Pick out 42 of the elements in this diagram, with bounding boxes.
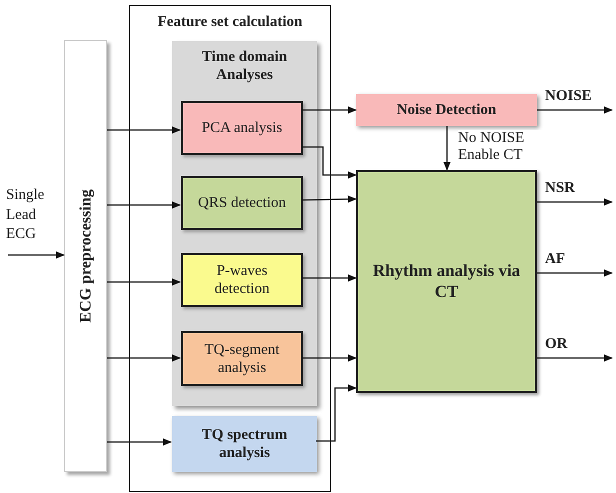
process-box [181,253,303,307]
arrow [107,201,181,209]
group-panel [172,41,317,406]
arrow [302,196,357,203]
edge-label: AF [545,251,565,268]
group-heading: Time domain Analyses [200,48,288,84]
group-frame [129,5,331,492]
arrow [537,354,613,362]
arrow [537,269,613,277]
process-box [172,416,317,472]
process-box [181,176,303,230]
edge-label: OR [545,336,568,354]
edge-label: NOISE [545,88,592,106]
process-box [356,170,537,393]
process-box [181,101,303,155]
box-label: TQ spectrum analysis [200,426,288,462]
arrow [302,106,357,114]
box-label: Noise Detection [396,101,498,119]
arrow [302,274,357,282]
group-heading: Feature set calculation [156,13,304,31]
arrow [107,278,181,286]
edge-label: NSR [545,180,576,198]
arrow [316,384,357,442]
box-label: Rhythm analysis via CT [372,261,522,302]
box-label: PCA analysis [200,119,284,137]
box-label: QRS detection [197,194,287,212]
preprocessing-bar [64,40,107,472]
process-box [181,331,303,386]
box-label: ECG preprocessing [76,189,95,323]
box-label: P-waves detection [214,262,270,298]
arrow [107,354,181,362]
input-label: Single Lead ECG [6,186,46,244]
arrow [302,146,357,179]
process-box [356,94,537,126]
arrow [107,438,172,446]
arrow [537,198,613,206]
arrow [537,106,613,114]
arrow [107,126,181,134]
arrow [302,354,357,362]
arrow [443,126,451,171]
arrow [8,251,65,259]
box-label: TQ-segment analysis [204,340,280,376]
